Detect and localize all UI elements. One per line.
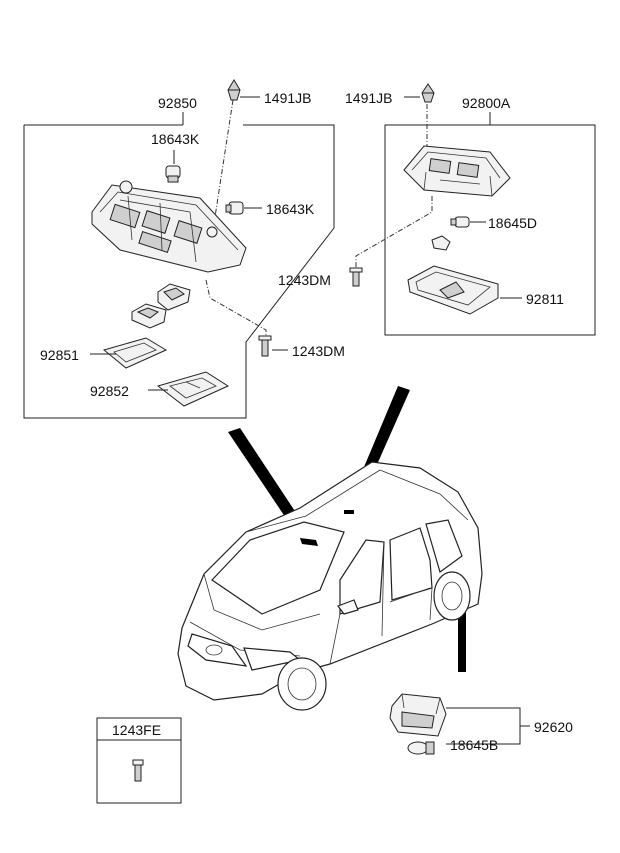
cargo-lamp-group: 92620 18645B xyxy=(389,693,573,755)
label-1243DM-room: 1243DM xyxy=(278,272,331,288)
bulb-front-side-part xyxy=(225,201,244,215)
label-1491JB-room: 1491JB xyxy=(345,90,392,106)
fastener-part xyxy=(132,759,144,782)
label-92811: 92811 xyxy=(526,291,564,307)
label-92850: 92850 xyxy=(158,95,197,111)
room-switch-part xyxy=(431,235,451,251)
lens-92851-part xyxy=(102,337,168,369)
label-18643K-side: 18643K xyxy=(266,201,315,217)
screw-room-part xyxy=(349,267,363,287)
room-lamp-group: 92800A 1491JB 18645D xyxy=(278,83,596,336)
front-switch-part xyxy=(131,283,191,329)
front-console-part xyxy=(91,180,247,273)
bulb-cargo-part xyxy=(407,741,435,755)
label-1491JB-front: 1491JB xyxy=(264,90,311,106)
front-lamp-group: 92850 1491JB 18643K 18643K xyxy=(23,79,345,419)
screw-front-part xyxy=(258,335,272,357)
car-illustration xyxy=(177,386,483,711)
clip-front-part xyxy=(227,79,241,101)
clip-room-part xyxy=(421,83,435,103)
label-18645D: 18645D xyxy=(488,215,537,231)
label-1243DM-front: 1243DM xyxy=(292,343,345,359)
label-92620: 92620 xyxy=(534,719,573,735)
label-92851: 92851 xyxy=(40,347,79,363)
fastener-box: 1243FE xyxy=(96,717,182,804)
label-18643K-top: 18643K xyxy=(151,131,200,147)
lens-92852-part xyxy=(156,371,230,407)
bulb-room-part xyxy=(450,216,470,228)
label-18645B: 18645B xyxy=(450,737,498,753)
label-92852: 92852 xyxy=(90,383,129,399)
label-92800A: 92800A xyxy=(462,95,511,111)
bulb-front-top-part xyxy=(165,165,181,183)
room-lamp-housing-part xyxy=(403,145,511,197)
label-1243FE: 1243FE xyxy=(112,722,161,738)
cargo-lamp-part xyxy=(389,693,447,737)
lens-92811-part xyxy=(407,265,499,315)
